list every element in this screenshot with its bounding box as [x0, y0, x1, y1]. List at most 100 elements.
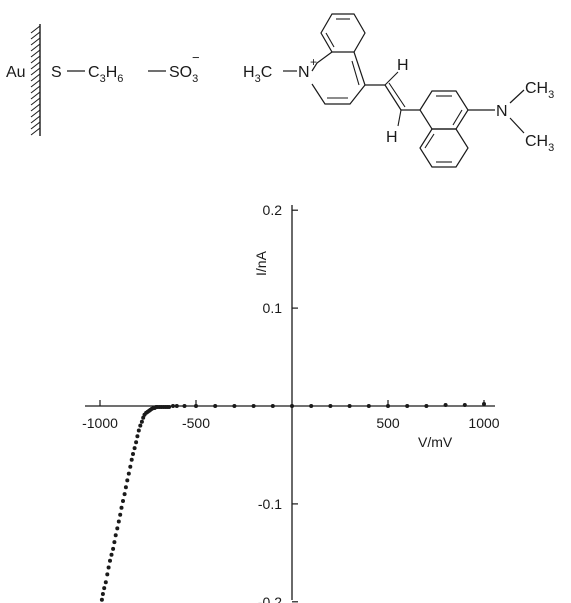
data-point — [309, 404, 314, 408]
hatch-line — [30, 121, 41, 130]
data-point — [270, 404, 275, 408]
x-tick-label: 1000 — [468, 415, 499, 431]
sulfur-label: S — [51, 64, 62, 81]
data-point — [328, 404, 333, 408]
data-point — [366, 404, 371, 408]
naphthalene-ring-bottom — [419, 128, 469, 168]
data-point — [126, 471, 131, 476]
hatch-line — [30, 97, 41, 106]
benzo-double-2 — [325, 32, 335, 48]
data-point — [115, 526, 120, 531]
data-point — [109, 552, 114, 557]
data-point — [106, 565, 111, 570]
hatch-line — [30, 127, 41, 136]
x-axis-label: V/mV — [418, 434, 453, 450]
hatch-line — [30, 25, 41, 34]
hatch-line — [30, 73, 41, 82]
data-point — [132, 446, 137, 451]
y-tick-label: 0.1 — [263, 300, 283, 316]
vinyl-double — [388, 82, 406, 108]
data-point — [102, 586, 107, 591]
y-axis-label: I/nA — [253, 250, 269, 276]
pyridinium-ring-2 — [311, 51, 366, 105]
data-point — [386, 404, 390, 408]
vinyl-h-bond-top — [384, 71, 399, 86]
data-point — [121, 499, 125, 503]
data-point — [443, 403, 448, 407]
data-point — [347, 404, 352, 408]
methyl-label: H3C — [243, 64, 272, 85]
data-point — [108, 558, 112, 563]
bond-n-ch3-top — [509, 89, 525, 104]
data-point — [213, 404, 218, 408]
data-point — [424, 404, 429, 408]
quinoline-benzo-ring — [320, 13, 366, 53]
data-point — [182, 404, 187, 408]
vinyl-h-bottom: H — [386, 129, 398, 146]
data-point — [112, 540, 117, 545]
data-point — [405, 404, 410, 408]
hatch-line — [30, 79, 41, 88]
data-point — [462, 403, 467, 407]
data-point — [232, 404, 237, 408]
data-point — [138, 423, 143, 428]
data-point — [119, 505, 124, 510]
data-point — [111, 546, 116, 551]
hatch-line — [30, 43, 41, 52]
pyridinium-ring — [311, 51, 333, 72]
data-point — [194, 404, 198, 408]
vinyl-h-top: H — [397, 57, 409, 74]
amine-methyl-bottom: CH3 — [525, 133, 554, 154]
hatch-line — [30, 61, 41, 70]
au-label: Au — [6, 64, 26, 81]
x-tick-label: -500 — [182, 415, 210, 431]
y-tick-label: 0.2 — [263, 202, 283, 218]
data-point — [118, 512, 123, 517]
data-point — [171, 404, 175, 408]
sulfonate-charge: − — [192, 50, 200, 65]
data-point — [116, 519, 121, 524]
data-point — [290, 404, 294, 408]
data-point — [251, 404, 256, 408]
sulfonate-label: SO3 — [169, 64, 198, 85]
y-ticks: 0.20.1-0.1-0.2 — [258, 202, 298, 603]
hatch-line — [30, 91, 41, 100]
dye-structure: H3C N + H H N CH3 CH3 — [243, 13, 554, 168]
data-point — [135, 434, 140, 439]
amine-n-label: N — [496, 103, 508, 120]
data-point — [113, 533, 118, 538]
data-point — [123, 485, 128, 490]
vinyl-bond-2 — [384, 84, 402, 111]
data-point — [134, 440, 139, 445]
data-point — [105, 572, 110, 577]
quinolinium-charge: + — [310, 55, 317, 69]
data-point — [103, 580, 108, 585]
data-point — [482, 402, 486, 406]
data-points — [99, 402, 486, 602]
data-point — [174, 404, 179, 408]
y-tick-label: -0.2 — [258, 594, 282, 603]
naph-double-2 — [452, 109, 463, 126]
data-point — [167, 405, 172, 409]
amine-methyl-top: CH3 — [525, 80, 554, 101]
hatch-line — [30, 37, 41, 46]
hatch-line — [30, 109, 41, 118]
data-point — [125, 478, 130, 483]
data-point — [99, 597, 104, 602]
data-point — [139, 419, 144, 424]
data-point — [100, 592, 105, 596]
propyl-label: C3H6 — [88, 64, 123, 85]
x-tick-label: -1000 — [82, 415, 118, 431]
hatch-line — [30, 49, 41, 58]
hatch-line — [30, 85, 41, 94]
data-point — [136, 428, 141, 433]
hatch-line — [30, 115, 41, 124]
pyridinium-double-2 — [351, 60, 360, 86]
naph-double-4 — [424, 133, 435, 149]
data-point — [128, 464, 133, 469]
hatch-line — [30, 67, 41, 76]
vinyl-h-bond-bottom — [397, 109, 402, 127]
